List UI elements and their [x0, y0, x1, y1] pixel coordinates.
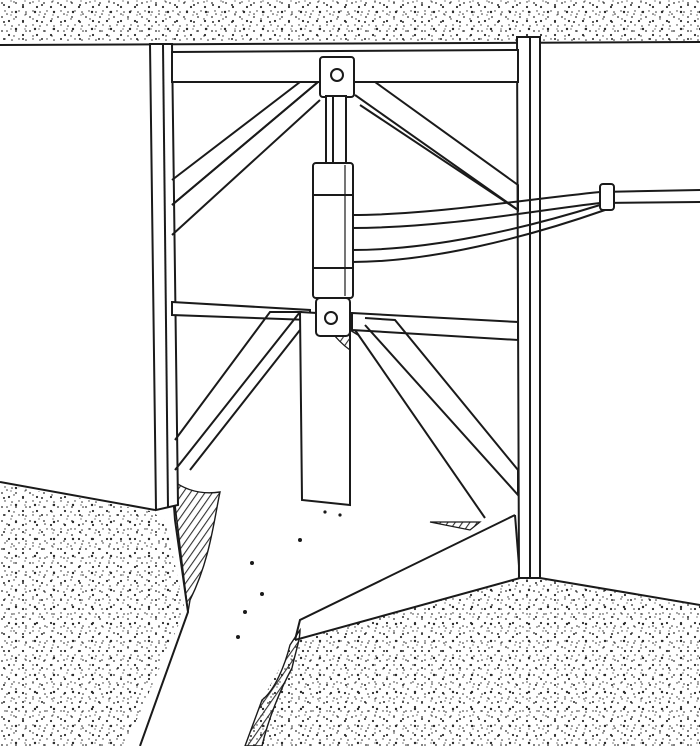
hydraulic-hoses [351, 183, 700, 263]
top-soil [0, 0, 700, 50]
right-bank-soil [245, 578, 700, 746]
left-guide-post [148, 43, 180, 512]
lower-bracing [174, 311, 519, 519]
left-bank-soil [0, 484, 185, 746]
hydraulic-cylinder [312, 56, 355, 337]
gate-leaf [298, 310, 359, 507]
upper-bracing [171, 81, 519, 236]
right-guide-post [515, 36, 541, 579]
